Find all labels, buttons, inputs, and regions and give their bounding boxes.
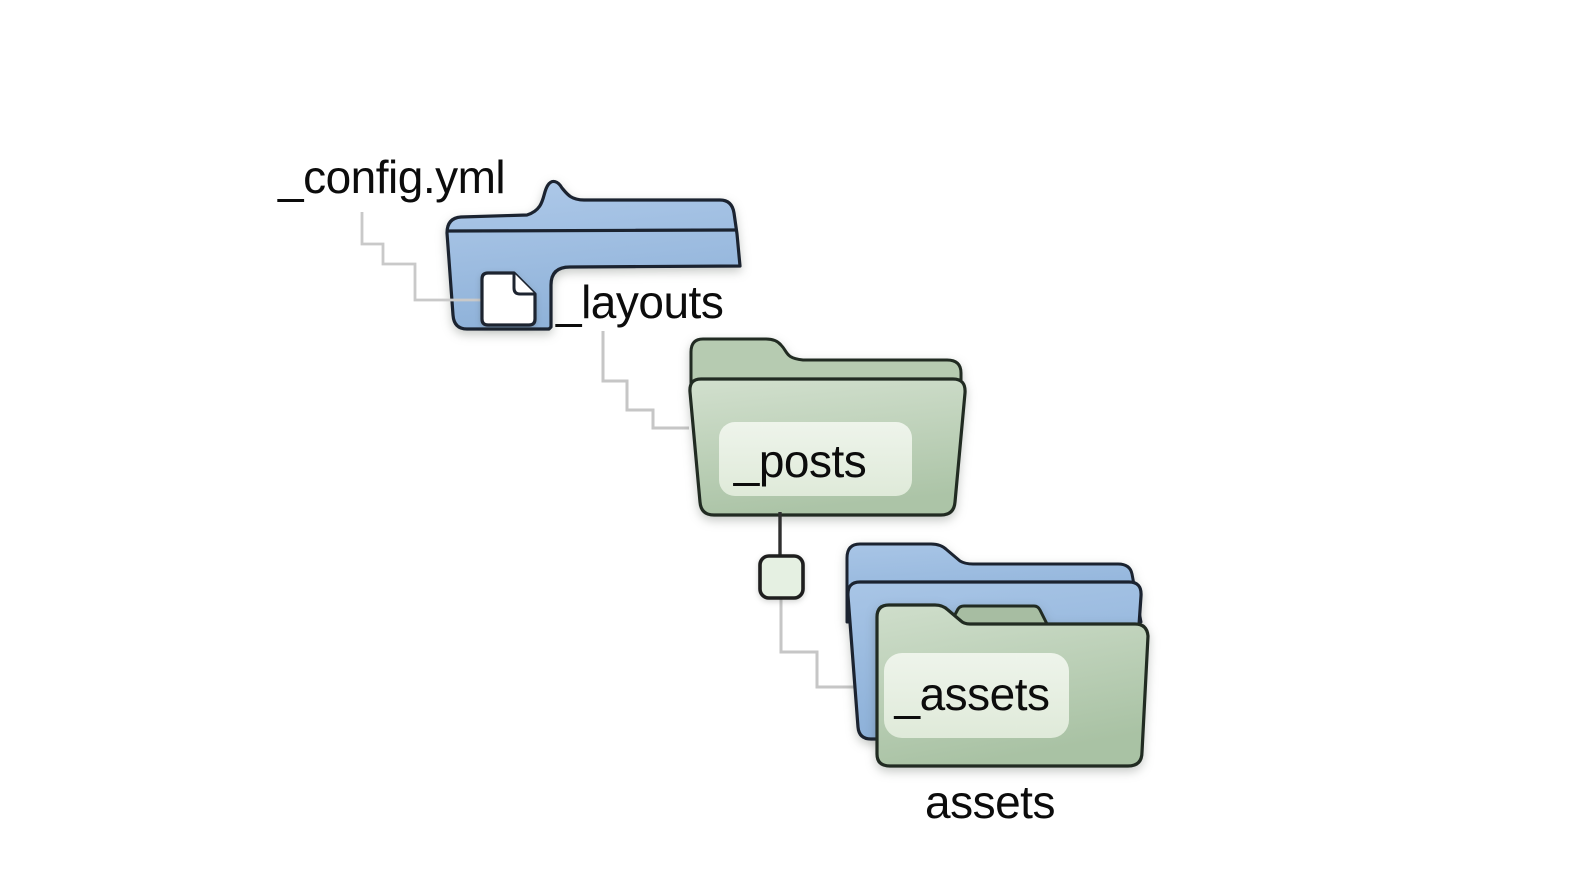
connector-layouts-to-posts — [601, 331, 689, 430]
connector-square — [758, 554, 805, 600]
document-fold — [512, 273, 535, 296]
layouts-folder-lip-line — [446, 228, 737, 233]
connector-config-to-layouts — [360, 212, 482, 302]
posts-folder-label: _posts — [733, 435, 867, 487]
connector-square-to-assets — [779, 597, 854, 689]
document-icon — [480, 271, 537, 327]
posts-folder-label-plate — [719, 422, 912, 496]
layouts-folder-label: _layouts — [555, 276, 723, 328]
assets-folder: _assets — [875, 603, 1150, 768]
posts-folder: _posts — [688, 337, 967, 517]
assets-caption: assets — [925, 776, 1055, 828]
assets-folder-back-tab — [947, 604, 1050, 628]
assets-folder-label-plate — [884, 653, 1069, 738]
assets-folder-label: _assets — [893, 668, 1049, 720]
config-file-label: _config.yml — [277, 151, 505, 203]
posts-folder-back — [689, 337, 963, 386]
